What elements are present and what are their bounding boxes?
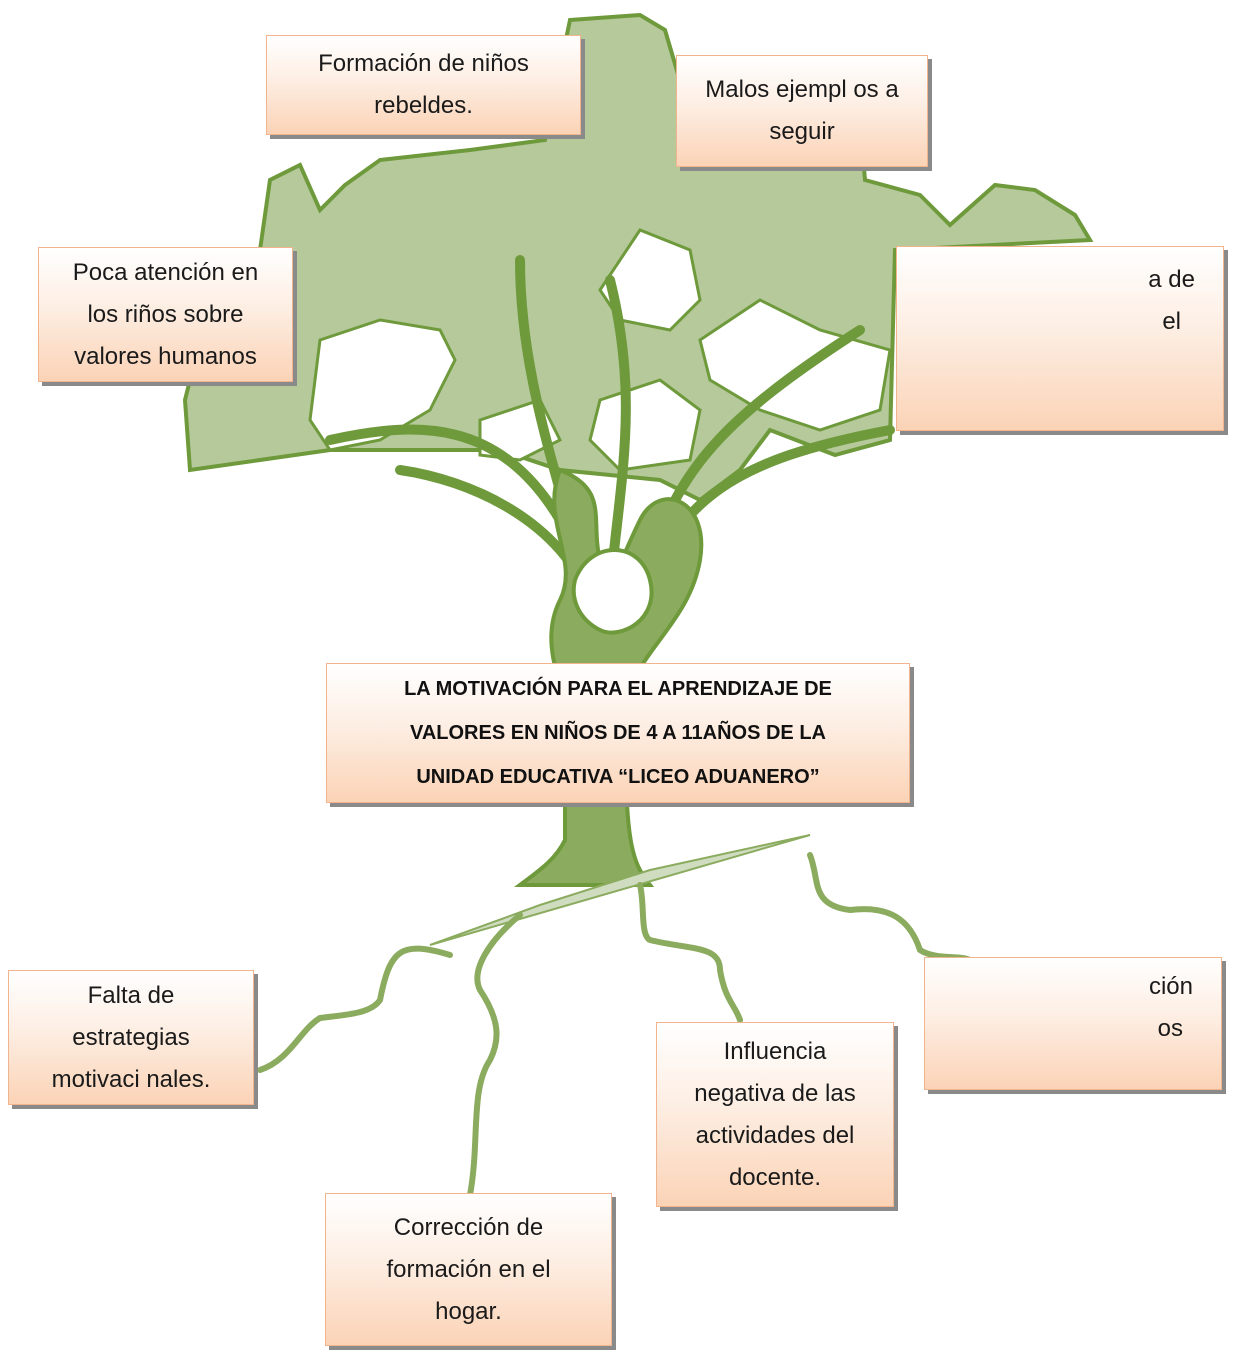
canopy-gap <box>588 378 702 472</box>
effect-text: Poca atención en <box>72 258 259 286</box>
cause-text: hogar. <box>435 1297 502 1325</box>
canopy-gap <box>308 318 457 452</box>
effect-text: a de <box>1148 266 1195 293</box>
cause-text: ción <box>1148 973 1193 1000</box>
cause-text: os <box>1157 1015 1183 1042</box>
cause-text: Corrección de <box>393 1213 544 1241</box>
problem-title-line: VALORES EN NIÑOS DE 4 A 11AÑOS DE LA <box>409 722 826 744</box>
effect-text: el <box>1162 308 1181 335</box>
effect-box-bad-examples: Malos ejempl os a seguir <box>676 55 928 167</box>
effect-text: rebeldes. <box>374 92 473 119</box>
canopy-gap <box>698 298 892 432</box>
trunk-hollow <box>571 548 654 635</box>
cause-text: estrategias <box>72 1023 190 1051</box>
cause-text: negativa de las <box>694 1079 856 1107</box>
cause-text: actividades del <box>695 1121 855 1149</box>
cause-text: formación en el <box>386 1255 551 1283</box>
ground-wedge <box>429 834 811 946</box>
cause-box-teacher-influence: Influencia negativa de las actividades d… <box>656 1022 894 1207</box>
effect-box-rebellious-children: Formación de niños rebeldes. <box>266 35 581 135</box>
cause-text: motivaci nales. <box>51 1065 211 1093</box>
effect-text: Formación de niños <box>318 50 529 77</box>
effect-box-partial: a de el <box>896 246 1224 431</box>
cause-text: Falta de <box>87 981 175 1009</box>
effect-box-low-attention-values: Poca atención en los riños sobre valores… <box>38 247 293 382</box>
root-problem-box: LA MOTIVACIÓN PARA EL APRENDIZAJE DE VAL… <box>326 663 910 803</box>
cause-text: docente. <box>728 1163 822 1191</box>
problem-title-line: UNIDAD EDUCATIVA “LICEO ADUANERO” <box>416 766 820 788</box>
effect-text: valores humanos <box>74 342 257 370</box>
effect-text: seguir <box>769 118 835 145</box>
effect-text: los riños sobre <box>87 300 244 328</box>
tree-roots <box>257 852 973 1198</box>
cause-box-motivational-strategies: Falta de estrategias motivaci nales. <box>8 970 254 1105</box>
cause-box-partial: ción os <box>924 957 1222 1090</box>
effect-text: Malos ejempl os a <box>705 76 899 103</box>
cause-text: Influencia <box>723 1037 827 1065</box>
problem-title-line: LA MOTIVACIÓN PARA EL APRENDIZAJE DE <box>404 678 832 700</box>
cause-box-home-training: Corrección de formación en el hogar. <box>325 1193 612 1346</box>
